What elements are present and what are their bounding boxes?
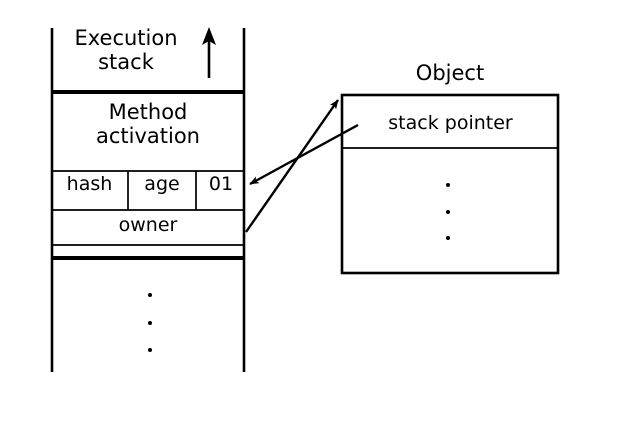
execution-stack-label: Execution stack (74, 26, 178, 74)
field-cell-flag: 01 (208, 173, 234, 195)
object-ellipsis-dot (446, 210, 450, 214)
connector-owner-to-object (245, 99, 339, 233)
execution-stack-shape (50, 27, 246, 372)
field-cell-age: age (144, 173, 180, 195)
field-cell-hash: hash (66, 173, 113, 195)
object-title-label: Object (415, 61, 485, 85)
up-arrow-icon (202, 27, 216, 78)
object-box-shape (340, 93, 560, 275)
stack-ellipsis-dot (148, 321, 152, 325)
object-ellipsis-dot (446, 236, 450, 240)
object-ellipsis-dot (446, 183, 450, 187)
method-activation-label: Method activation (95, 100, 200, 148)
stack-pointer-row-label: stack pointer (388, 112, 513, 134)
owner-row-label: owner (118, 214, 178, 236)
connector-stack-pointer-to-flag (249, 123, 359, 186)
object-outer-rect (340, 93, 560, 275)
stack-ellipsis-dot (148, 348, 152, 352)
stack-ellipsis-dot (148, 293, 152, 297)
